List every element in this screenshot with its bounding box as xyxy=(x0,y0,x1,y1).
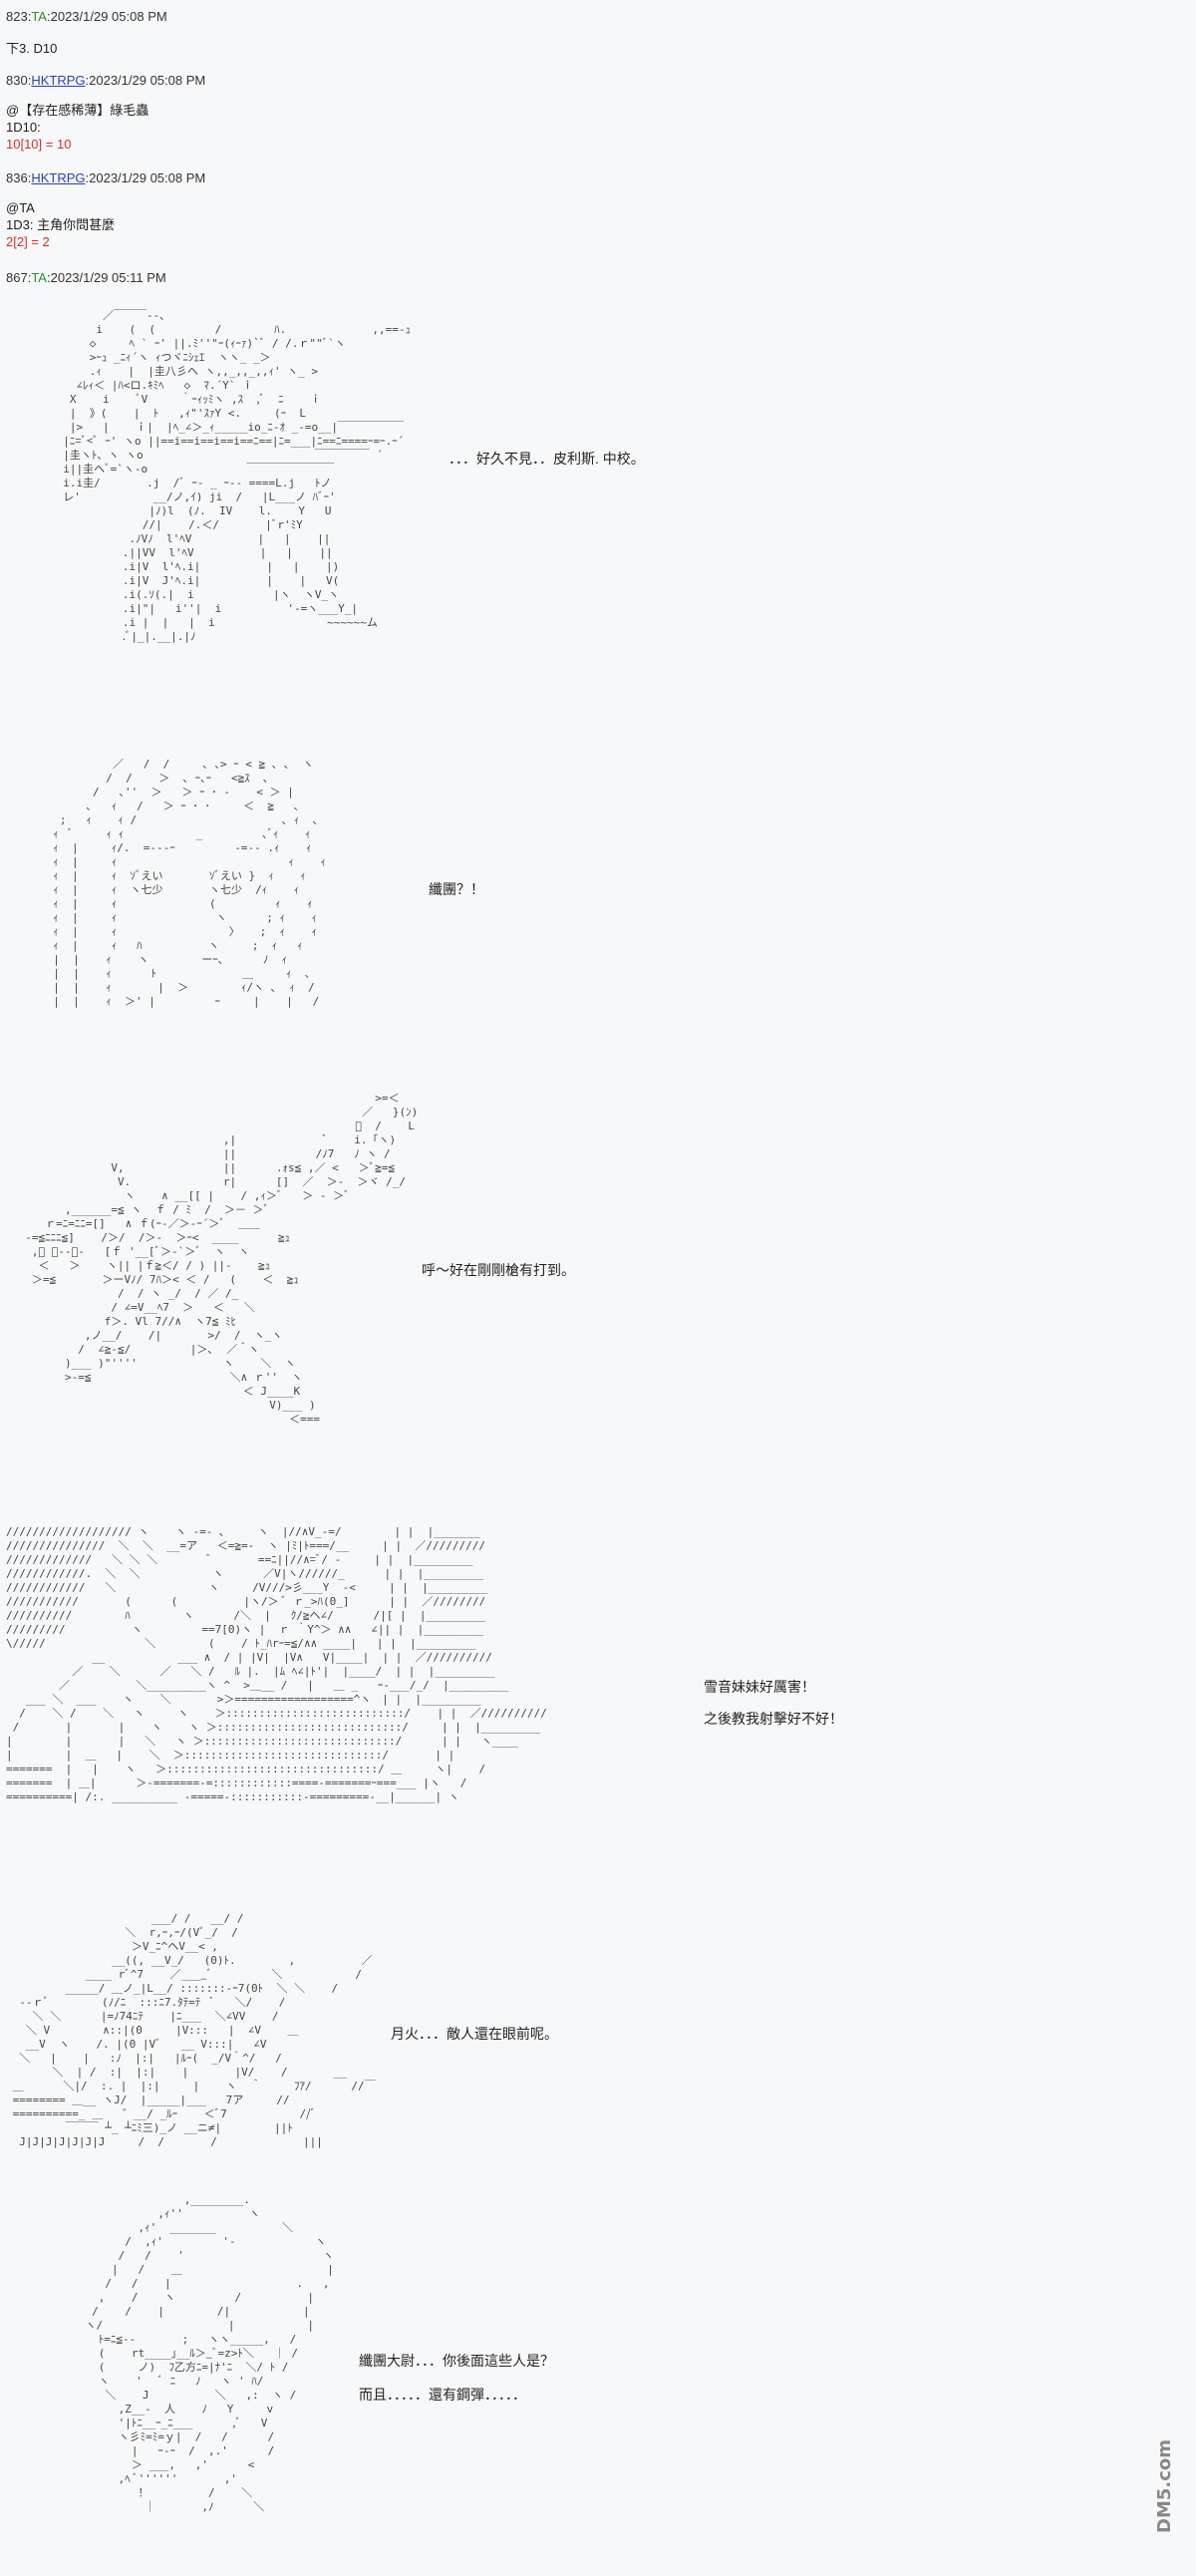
post-number: 836 xyxy=(6,170,28,185)
dice-result: 2[2] = 2 xyxy=(6,234,50,249)
post-823: 823:TA:2023/1/29 05:08 PM 下3. D10 xyxy=(6,8,167,57)
post-header: 836:HKTRPG:2023/1/29 05:08 PM xyxy=(6,170,206,185)
post-text: 下3. D10 xyxy=(6,41,58,56)
user-link-hktrpg[interactable]: HKTRPG xyxy=(31,73,86,88)
user-link-hktrpg[interactable]: HKTRPG xyxy=(31,170,86,185)
post-time: 2023/1/29 05:08 PM xyxy=(89,170,206,185)
dialogue-line: 纖團大尉．．．你後面這些人是？ xyxy=(359,2353,554,2369)
dialogue-line: 而且．．．．．還有鋼彈．．．．． xyxy=(359,2387,526,2403)
post-836: 836:HKTRPG:2023/1/29 05:08 PM @TA 1D3: 主… xyxy=(6,169,205,250)
dialogue-line: 月火．．．敵人還在眼前呢。 xyxy=(391,2026,558,2042)
post-number: 830 xyxy=(6,73,28,88)
ascii-art-action: >=＜ ／ }(ﾝ) ﾞ / L ,| ﾞ i.「ヽ) xyxy=(25,1092,419,1426)
post-header: 867:TA:2023/1/29 05:11 PM xyxy=(6,270,166,285)
post-user: TA xyxy=(31,9,47,24)
post-text: @TA xyxy=(6,200,35,215)
ascii-art-officer: ,________. ,ｨ'' ヽ ,ｨ' _______ ＼ / ,ｨ' '-… xyxy=(85,2193,334,2513)
post-text: 1D10: xyxy=(6,120,41,135)
post-user: TA xyxy=(31,270,47,285)
ascii-art-face: ／ / / ､ ､> ｰ < ≧ ､ ､ ヽ / / ＞ ､ ｰ､ｰ <≧ｽ ､… xyxy=(53,758,326,1008)
post-text: @【存在感稀薄】綠毛蟲 xyxy=(6,103,150,118)
post-time: 2023/1/29 05:08 PM xyxy=(89,73,206,88)
watermark-text: DM5.com xyxy=(1154,2439,1175,2533)
post-830: 830:HKTRPG:2023/1/29 05:08 PM @【存在感稀薄】綠毛… xyxy=(6,72,205,153)
dialogue-line: 纖團？！ xyxy=(429,881,484,897)
dialogue-line: ．．．好久不見．．皮利斯. 中校。 xyxy=(448,451,645,467)
dice-result: 10[10] = 10 xyxy=(6,137,72,152)
watermark-logo: DM5.com xyxy=(1154,2439,1175,2533)
ascii-art-soldier: ／￣￣￣‐-､ i ( ( / ﾊ. ,,==-ｭ ◇ ﾍ ` ｰ' ||.ﾐ'… xyxy=(63,309,411,643)
post-header: 823:TA:2023/1/29 05:08 PM xyxy=(6,9,167,24)
ascii-art-group: ___/ / __/ / ＼ r,ｰ,ｰ/(Vﾞ_/ / ＞V_ﾆ^ヘV__< … xyxy=(12,1912,376,2148)
dialogue-line: 呼～好在剛剛槍有打到。 xyxy=(422,1262,575,1278)
dialogue-line: 之後教我射擊好不好！ xyxy=(704,1711,843,1727)
post-header: 830:HKTRPG:2023/1/29 05:08 PM xyxy=(6,73,206,88)
ascii-art-gundam: /////////////////// ヽ ヽ -=- ､ ヽ |//∧V_-=… xyxy=(6,1525,547,1803)
post-867: 867:TA:2023/1/29 05:11 PM xyxy=(6,269,166,287)
post-time: 2023/1/29 05:11 PM xyxy=(50,270,166,285)
post-number: 867 xyxy=(6,270,28,285)
post-number: 823 xyxy=(6,9,28,24)
post-text: 1D3: 主角你問甚麼 xyxy=(6,217,116,232)
post-time: 2023/1/29 05:08 PM xyxy=(50,9,167,24)
dialogue-line: 雪音妹妹好厲害！ xyxy=(704,1679,815,1695)
